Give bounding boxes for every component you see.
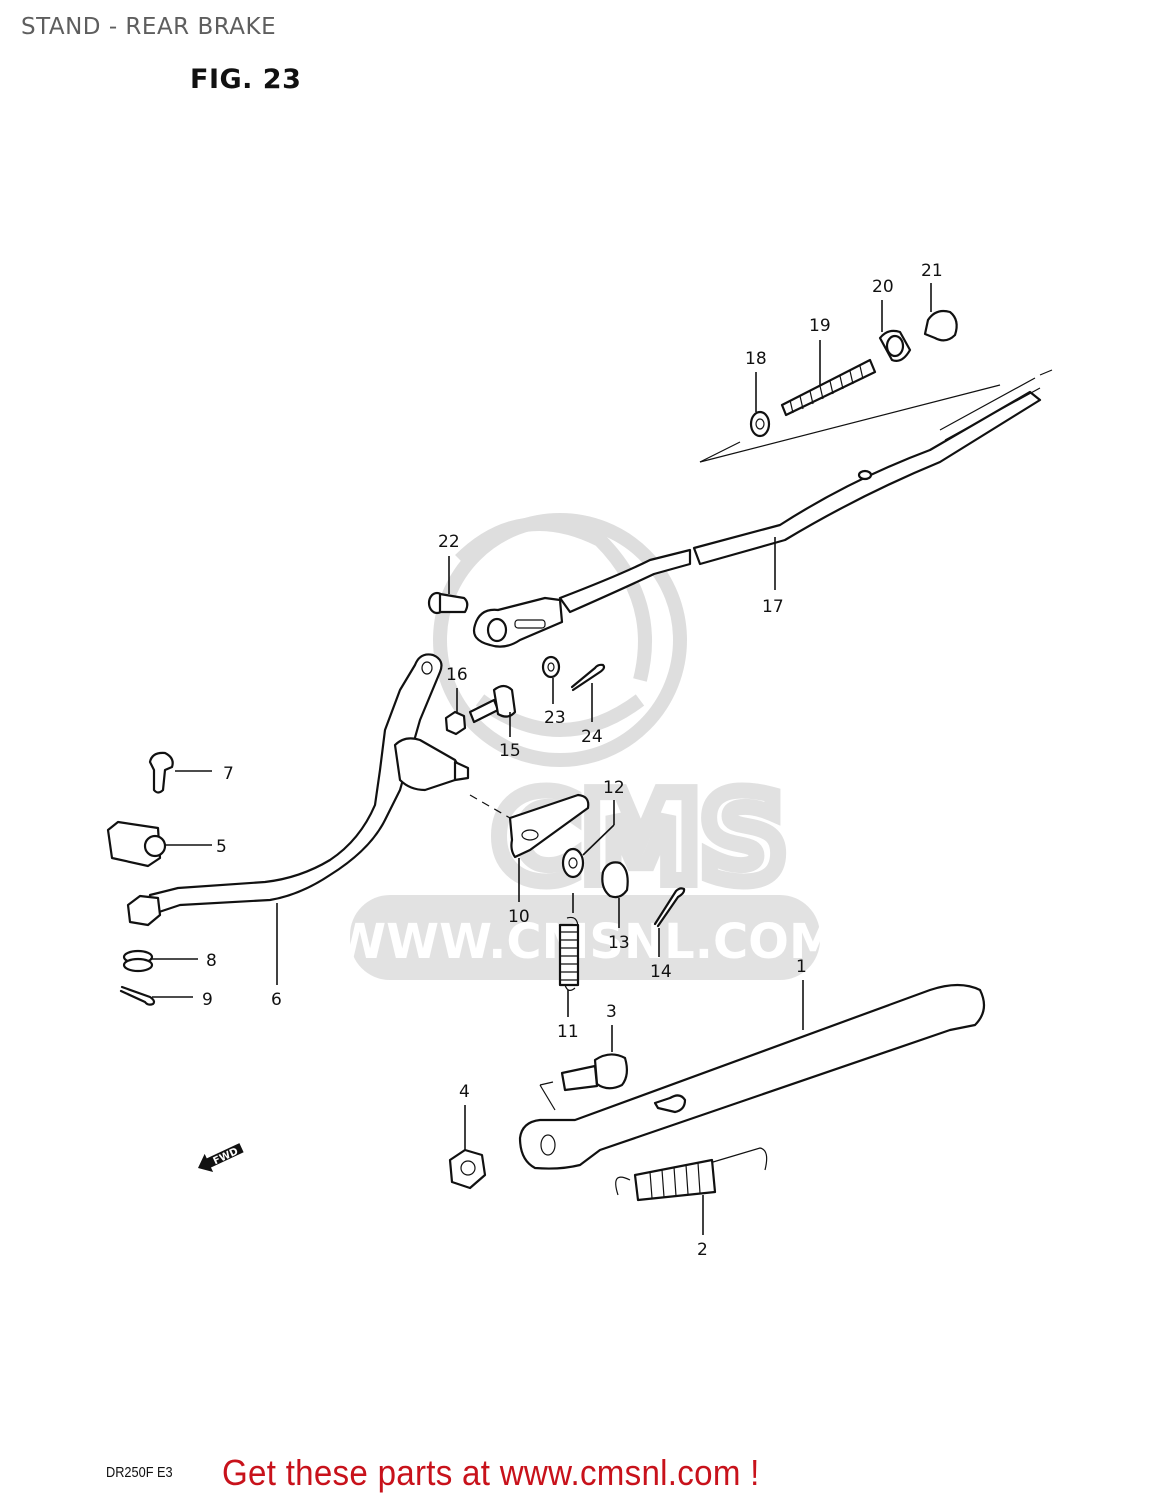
washer-23: [541, 655, 561, 679]
page-title: STAND - REAR BRAKE: [21, 14, 277, 40]
lock-nut-16: [444, 710, 467, 736]
callout-18[interactable]: 18: [745, 349, 767, 369]
callout-12[interactable]: 12: [603, 778, 625, 798]
washer-12: [561, 847, 585, 879]
pedal-pad-5: [106, 820, 167, 868]
callout-22[interactable]: 22: [438, 532, 460, 552]
rod-adjuster-parts: [749, 309, 958, 438]
watermark-logo: WWW.CMSNL.COM CMS: [333, 513, 837, 980]
callout-1[interactable]: 1: [796, 957, 807, 977]
callout-16[interactable]: 16: [446, 665, 468, 685]
callout-3[interactable]: 3: [606, 1002, 617, 1022]
callout-10[interactable]: 10: [508, 907, 530, 927]
stand-bolt-3: [560, 1053, 629, 1092]
cotter-pin-9: [119, 985, 156, 1006]
rod-spring-19: [780, 358, 877, 417]
callout-11[interactable]: 11: [557, 1022, 579, 1042]
callout-24[interactable]: 24: [581, 727, 603, 747]
figure-label: FIG. 23: [190, 64, 302, 95]
callout-9[interactable]: 9: [202, 990, 213, 1010]
brake-pedal-6: [126, 653, 470, 927]
pedal-spring-8: [122, 949, 154, 973]
lever-plate-10: [469, 793, 590, 859]
callout-19[interactable]: 19: [809, 316, 831, 336]
cotter-pin-24: [570, 663, 606, 692]
callout-20[interactable]: 20: [872, 277, 894, 297]
fwd-label: FWD: [212, 1146, 240, 1167]
adjuster-bolt-15: [468, 684, 517, 724]
clevis-pin-22: [427, 591, 469, 615]
callout-21[interactable]: 21: [921, 261, 943, 281]
callout-6[interactable]: 6: [271, 990, 282, 1010]
return-spring-11: [558, 916, 580, 991]
leader-lines: [150, 283, 932, 1235]
callout-15[interactable]: 15: [499, 741, 521, 761]
castle-nut-13: [601, 861, 629, 899]
cotter-pin-14: [653, 887, 686, 928]
stand-nut-4: [448, 1148, 487, 1190]
fwd-arrow-icon: FWD: [198, 1143, 244, 1172]
callout-7[interactable]: 7: [223, 764, 234, 784]
callout-8[interactable]: 8: [206, 951, 217, 971]
watermark-url: WWW.CMSNL.COM: [333, 914, 837, 970]
brake-rod-17: [472, 369, 1053, 648]
callout-2[interactable]: 2: [697, 1240, 708, 1260]
callout-14[interactable]: 14: [650, 962, 672, 982]
callout-numbers: 1 2 3 4 5 6 7 8 9 10 11 12 13 14 15 16 1…: [202, 261, 943, 1260]
promo-link[interactable]: Get these parts at www.cmsnl.com !: [222, 1452, 760, 1493]
callout-13[interactable]: 13: [608, 933, 630, 953]
callout-23[interactable]: 23: [544, 708, 566, 728]
pedal-pin-7: [148, 751, 174, 794]
callout-5[interactable]: 5: [216, 837, 227, 857]
callout-17[interactable]: 17: [762, 597, 784, 617]
model-code: DR250F E3: [106, 1464, 173, 1481]
side-stand-1: [518, 983, 986, 1170]
stand-spring-2: [615, 1147, 768, 1202]
callout-4[interactable]: 4: [459, 1082, 470, 1102]
